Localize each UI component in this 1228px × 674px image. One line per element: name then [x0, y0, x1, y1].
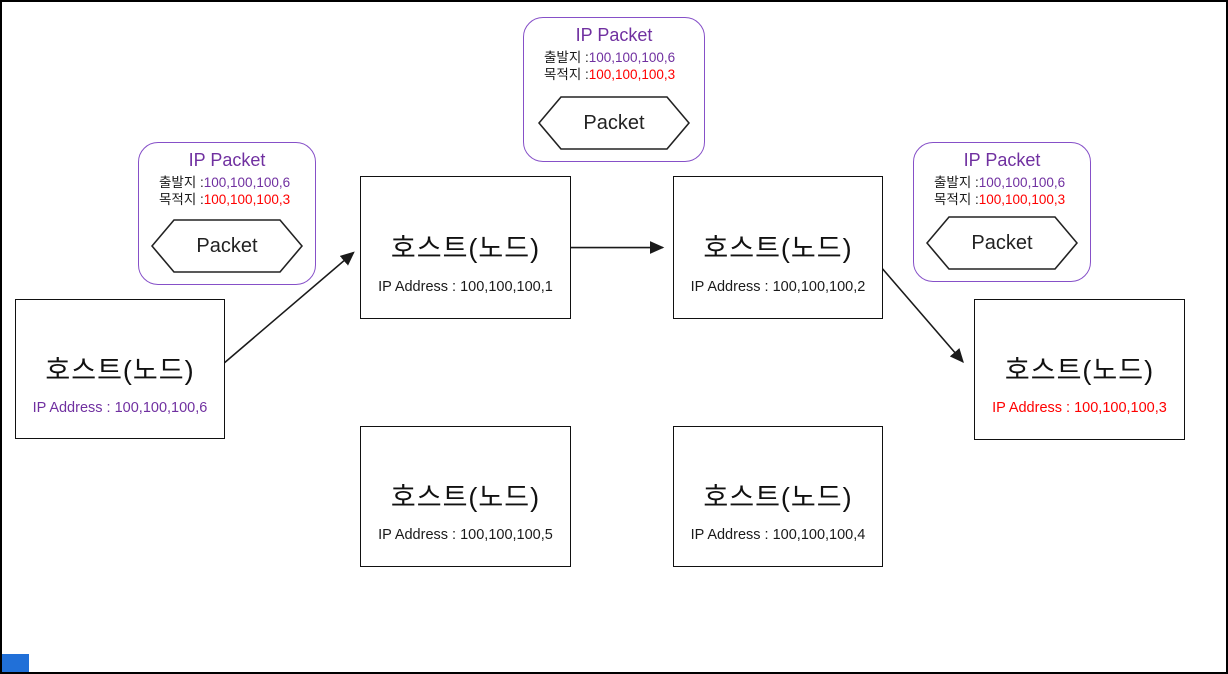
destination-label: 목적지 :: [544, 66, 589, 82]
host-node-2-box: 호스트(노드) IP Address : 100,100,100,2: [673, 176, 883, 319]
source-value: 100,100,100,6: [978, 175, 1066, 190]
ip-packet-callout-left: IP Packet 출발지 :100,100,100,6 목적지 :100,10…: [138, 142, 316, 285]
source-value: 100,100,100,6: [203, 175, 291, 190]
packet-hexagon: Packet: [926, 216, 1078, 270]
host-ip-address: IP Address : 100,100,100,5: [378, 527, 553, 544]
taskbar-corner-chip: [2, 654, 29, 672]
destination-value: 100,100,100,3: [978, 191, 1066, 207]
destination-label: 목적지 :: [934, 191, 979, 207]
packet-hexagon-label: Packet: [971, 231, 1033, 254]
source-label: 출발지 :: [934, 175, 979, 190]
host-title: 호스트(노드): [45, 355, 195, 386]
host-title: 호스트(노드): [703, 482, 853, 513]
source-line: 출발지 :100,100,100,6: [934, 175, 1090, 192]
packet-hexagon-label: Packet: [583, 111, 645, 134]
ip-packet-callout-right: IP Packet 출발지 :100,100,100,6 목적지 :100,10…: [913, 142, 1091, 282]
destination-line: 목적지 :100,100,100,3: [934, 192, 1090, 209]
ip-packet-title: IP Packet: [575, 25, 653, 45]
host-node-6-box: 호스트(노드) IP Address : 100,100,100,6: [15, 299, 225, 439]
host-title: 호스트(노드): [390, 233, 541, 264]
packet-hexagon: Packet: [538, 96, 690, 150]
source-value: 100,100,100,6: [588, 50, 676, 65]
hexagon-shape-icon: [538, 96, 690, 150]
host-node-4-box: 호스트(노드) IP Address : 100,100,100,4: [673, 426, 883, 567]
ip-packet-title: IP Packet: [188, 150, 266, 170]
host-node-5-box: 호스트(노드) IP Address : 100,100,100,5: [360, 426, 571, 567]
source-line: 출발지 :100,100,100,6: [544, 50, 704, 67]
ip-packet-title: IP Packet: [963, 150, 1041, 170]
host-node-3-box: 호스트(노드) IP Address : 100,100,100,3: [974, 299, 1185, 440]
hexagon-shape-icon: [926, 216, 1078, 270]
destination-value: 100,100,100,3: [588, 66, 676, 82]
host-ip-address: IP Address : 100,100,100,6: [32, 399, 208, 416]
destination-value: 100,100,100,3: [203, 191, 291, 207]
ip-packet-addresses: 출발지 :100,100,100,6 목적지 :100,100,100,3: [524, 50, 704, 83]
host-title: 호스트(노드): [1004, 355, 1155, 386]
hexagon-shape-icon: [151, 219, 303, 273]
source-label: 출발지 :: [159, 175, 204, 190]
host-ip-address: IP Address : 100,100,100,2: [690, 278, 866, 295]
destination-line: 목적지 :100,100,100,3: [544, 67, 704, 84]
ip-packet-addresses: 출발지 :100,100,100,6 목적지 :100,100,100,3: [914, 175, 1090, 208]
destination-line: 목적지 :100,100,100,3: [159, 192, 315, 209]
ip-packet-addresses: 출발지 :100,100,100,6 목적지 :100,100,100,3: [139, 175, 315, 208]
source-line: 출발지 :100,100,100,6: [159, 175, 315, 192]
host-ip-address: IP Address : 100,100,100,4: [690, 527, 866, 544]
packet-hexagon-label: Packet: [196, 234, 258, 257]
host-ip-address: IP Address : 100,100,100,3: [992, 400, 1167, 417]
source-label: 출발지 :: [544, 50, 589, 65]
destination-label: 목적지 :: [159, 191, 204, 207]
host-ip-address: IP Address : 100,100,100,1: [378, 278, 553, 295]
host-title: 호스트(노드): [390, 482, 541, 513]
host-title: 호스트(노드): [703, 233, 853, 264]
ip-packet-callout-top: IP Packet 출발지 :100,100,100,6 목적지 :100,10…: [523, 17, 705, 162]
packet-hexagon: Packet: [151, 219, 303, 273]
host-node-1-box: 호스트(노드) IP Address : 100,100,100,1: [360, 176, 571, 319]
